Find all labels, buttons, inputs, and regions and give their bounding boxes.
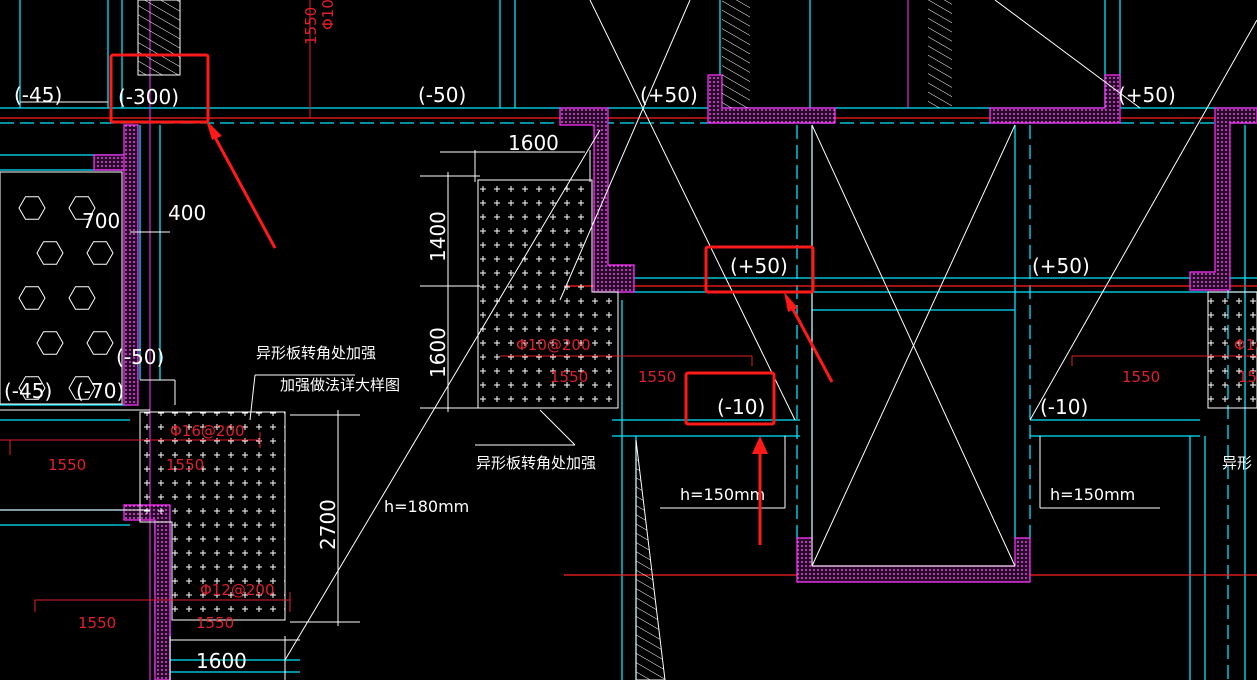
level-label: (-50) (418, 83, 466, 107)
magenta-walls (93, 0, 1257, 680)
rebar-length-label: 1550 (550, 368, 588, 386)
reinforcement-zones (139, 179, 1257, 621)
hexagon-cell (86, 241, 114, 265)
rebar-lines (0, 0, 1257, 612)
level-label: (-50) (116, 345, 164, 369)
hexagon-cell (68, 196, 96, 220)
note-label: 异形板转角处加强 (256, 344, 376, 362)
level-label: (+50) (1032, 254, 1090, 278)
hex-panel (0, 171, 123, 405)
dimension-label: 1400 (426, 211, 450, 262)
rebar-label: Φ12@200 (200, 581, 275, 599)
rebar-length-label: 1550 (638, 368, 676, 386)
level-label: (-70) (76, 379, 124, 403)
rebar-labels: Φ10@200 Φ16@200 Φ12@200 Φ10@200 Φ10 (170, 0, 1257, 599)
rebar-length-label: 1550 (1122, 368, 1160, 386)
wall-core (796, 537, 1031, 583)
level-label: (-45) (4, 379, 52, 403)
dimension-labels: 1600 700 400 1400 1600 2700 1600 (82, 131, 559, 673)
hexagon-cell (36, 241, 64, 265)
thickness-labels: h=180mm h=150mm h=150mm (384, 485, 1135, 516)
level-label: (-300) (118, 85, 179, 109)
thickness-label: h=150mm (680, 485, 765, 504)
rebar-length-label: 1550 (166, 456, 204, 474)
hexagon-cell (18, 376, 46, 400)
highlight-box (684, 371, 776, 426)
level-label: (+50) (730, 254, 788, 278)
note-label: 加强做法详大样图 (280, 376, 400, 394)
zone-left (139, 411, 286, 621)
level-label: (-10) (1040, 395, 1088, 419)
wall-lower-left (123, 504, 171, 680)
wall-right (1189, 107, 1257, 291)
highlight-box (704, 245, 815, 294)
rebar-length-label: 1550 (1238, 368, 1257, 386)
wall-upper-right-b (989, 74, 1121, 124)
note-label: 异形板转角处加强 (476, 454, 596, 472)
hexagon-cell (18, 286, 46, 310)
rebar-length-label: 1550 (48, 456, 86, 474)
highlight-arrow (208, 127, 277, 249)
rebar-label: Φ10 (1234, 336, 1257, 354)
rebar-length-label: 1550 (78, 614, 116, 632)
note-label: 异形 (1222, 454, 1252, 472)
hexagon-cell (68, 376, 96, 400)
level-label: (-10) (717, 395, 765, 419)
highlight-arrow (786, 299, 834, 383)
thickness-label: h=150mm (1050, 485, 1135, 504)
note-labels: 异形板转角处加强 加强做法详大样图 异形板转角处加强 异形 (256, 344, 1252, 472)
rebar-label: Φ10@200 (319, 0, 337, 30)
level-labels: (-45) (-300) (-50) (+50) (+50) (+50) (+5… (4, 83, 1176, 419)
level-label: (-45) (14, 83, 62, 107)
rebar-label: Φ10@200 (516, 336, 591, 354)
hexagon-cell (36, 331, 64, 355)
rebar-length-labels: 1550 1550 1550 1550 1550 1550 1550 1550 … (48, 7, 1257, 632)
zone-right (1207, 291, 1257, 409)
wall-left (93, 124, 139, 406)
level-label: (+50) (1118, 83, 1176, 107)
highlight-box (109, 53, 210, 124)
hexagon-cell (86, 331, 114, 355)
hexagon-cell (18, 196, 46, 220)
rebar-length-label: 1550 (302, 7, 320, 45)
thickness-label: h=180mm (384, 497, 469, 516)
dimension-label: 2700 (316, 499, 340, 550)
dimension-label: 1600 (508, 131, 559, 155)
hatched-walls (137, 0, 952, 680)
rebar-label: Φ16@200 (170, 422, 245, 440)
level-label: (+50) (640, 83, 698, 107)
wall-upper-middle (559, 107, 635, 293)
dimension-label: 1600 (196, 649, 247, 673)
rebar-length-label: 1550 (196, 614, 234, 632)
dimension-label: 1600 (426, 327, 450, 378)
dimension-label: 700 (82, 209, 120, 233)
dimension-label: 400 (168, 201, 206, 225)
hexagon-cell (68, 286, 96, 310)
highlight-annotations (109, 53, 834, 545)
